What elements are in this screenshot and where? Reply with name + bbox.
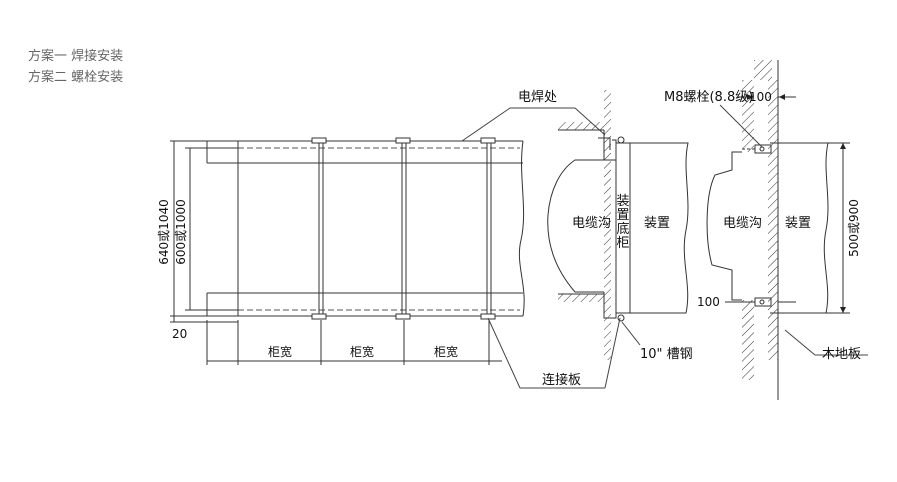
right-section-view — [706, 60, 868, 400]
middle-section-view — [547, 90, 689, 360]
left-plan-view — [170, 107, 621, 389]
dim-bottom-label: 20 — [172, 327, 187, 341]
weld-point-label: 电焊处 — [518, 89, 557, 105]
cabinet-width-label: 柜宽 — [434, 344, 458, 359]
wood-floor-label: 木地板 — [822, 347, 861, 362]
base-cabinet-label: 装置底柜 — [616, 194, 629, 251]
cabinet-width-label: 柜宽 — [350, 344, 374, 359]
cable-trench-label-mid: 电缆沟 — [572, 215, 611, 231]
dim-outer-label: 640或1040 — [157, 199, 171, 264]
dim-top-100-label: 100 — [749, 90, 772, 104]
bottom-rail — [206, 292, 523, 317]
top-rail — [206, 140, 523, 164]
device-label-mid: 装置 — [644, 216, 670, 231]
bolt-label: M8螺栓(8.8级) — [664, 90, 753, 105]
legend-option-bolt: 方案二 螺栓安装 — [28, 70, 124, 85]
cabinet-width-label: 柜宽 — [268, 344, 292, 359]
channel-steel-label: 10" 槽钢 — [640, 347, 693, 362]
dim-inner-label: 600或1000 — [174, 199, 188, 264]
device-label-right: 装置 — [785, 216, 811, 231]
legend-option-weld: 方案一 焊接安装 — [28, 49, 124, 64]
height-dim-label: 500或900 — [847, 199, 861, 257]
legend: 方案一 焊接安装 方案二 螺栓安装 — [28, 46, 123, 88]
cable-trench-label-right: 电缆沟 — [723, 215, 762, 231]
connect-plate-label: 连接板 — [542, 372, 581, 388]
dim-bottom-100-label: 100 — [697, 295, 720, 309]
